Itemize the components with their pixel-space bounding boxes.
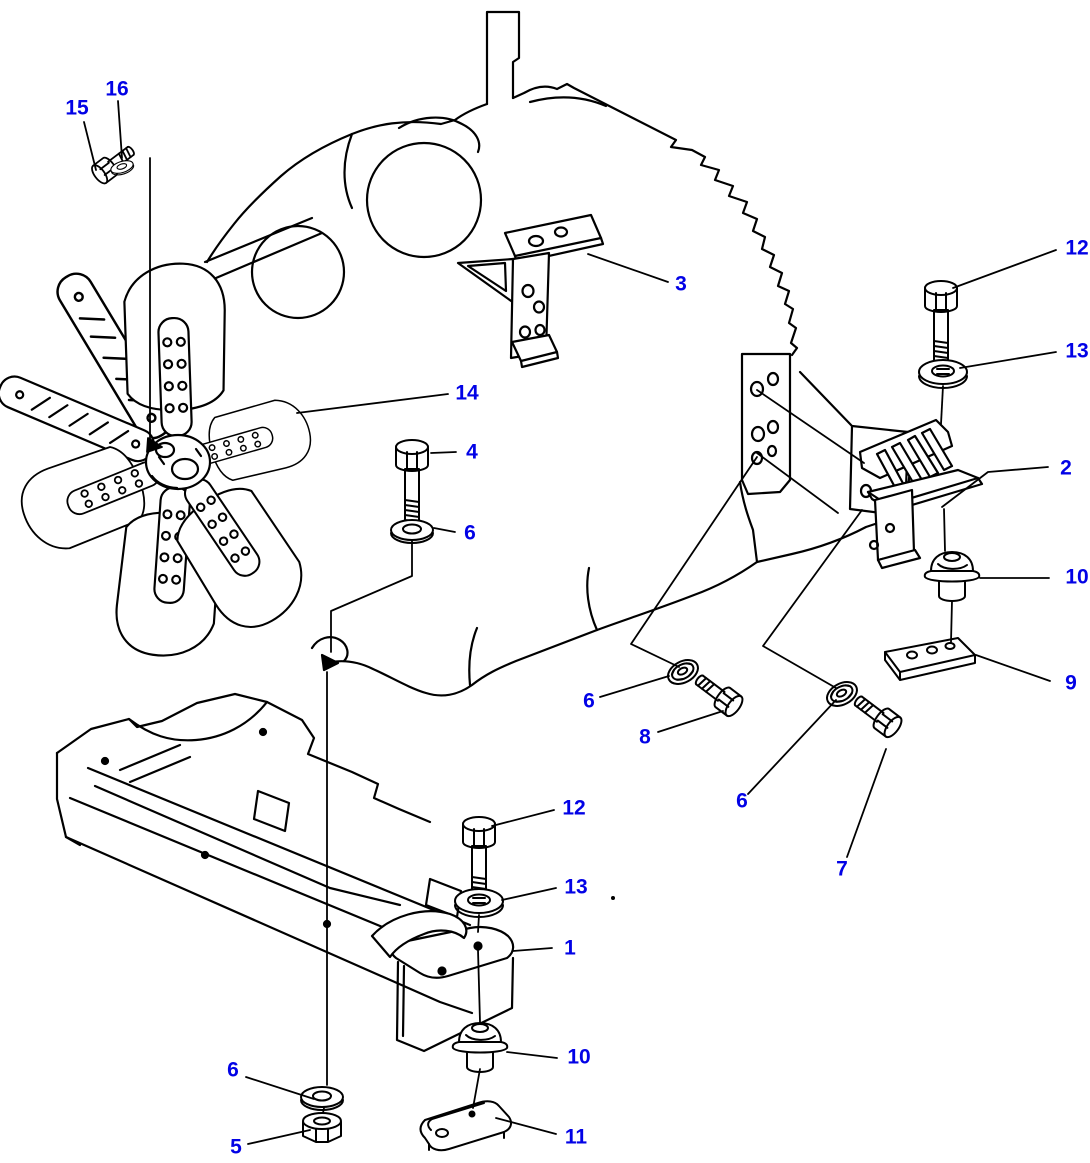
engine-inner-top-line: [528, 96, 608, 108]
leader-2: [941, 466, 1049, 508]
connector-bracket2-mount10: [943, 508, 946, 552]
leader-11: [495, 1117, 557, 1135]
leader-9: [975, 654, 1051, 682]
front-foot-arrow: [320, 653, 340, 672]
exhaust-pipe: [485, 10, 521, 106]
front-mount-pad: [740, 352, 792, 496]
callout-6d: 6: [227, 1058, 239, 1082]
leader-8: [657, 710, 724, 733]
connector-mount10-plate9: [950, 600, 953, 643]
callout-6b: 6: [583, 689, 595, 713]
hardware: [88, 140, 981, 1152]
callout-14: 14: [455, 381, 479, 405]
callout-6c: 6: [736, 789, 748, 813]
frame-right-foot: [370, 910, 515, 1053]
bracket-engine-mount: [858, 418, 984, 570]
front-engine-foot: [310, 636, 349, 663]
attach-line-pad-a: [756, 389, 865, 464]
connector-13-frame: [477, 914, 480, 933]
cooling-fan: [0, 260, 320, 661]
air-cleaner: [365, 141, 483, 259]
callout-16: 16: [105, 77, 129, 101]
leader-6-mid-left: [599, 675, 670, 698]
leader-3: [587, 253, 669, 283]
callout-10a: 10: [1065, 565, 1089, 589]
leader-13-upper: [959, 351, 1057, 369]
connector-mount10-plate11: [472, 1068, 481, 1109]
axis-fan-hub-arrow: [146, 437, 163, 453]
leader-6-mid-right: [747, 699, 837, 795]
air-cleaner-side: [343, 132, 354, 210]
callout-12a: 12: [1065, 236, 1089, 260]
leader-14: [296, 393, 449, 414]
ridge-lines: [203, 216, 324, 280]
leader-lines: [83, 100, 1057, 1145]
callout-1: 1: [564, 936, 576, 960]
engine-block: [203, 10, 912, 697]
connector-frame-mount10: [477, 949, 481, 1023]
callout-9: 9: [1065, 671, 1077, 695]
leader-12-upper: [952, 249, 1057, 289]
air-cleaner-cap: [397, 116, 481, 154]
leader-13-lower: [501, 887, 557, 901]
callout-6a: 6: [464, 521, 476, 545]
bracket-front-support: [456, 213, 605, 369]
callout-4: 4: [466, 440, 478, 464]
engine-bottom-outline: [329, 480, 759, 697]
connector-13-bracket2: [940, 385, 944, 425]
fan-hub: [144, 433, 212, 491]
callout-10b: 10: [567, 1045, 591, 1069]
leader-16: [117, 100, 123, 159]
callout-7: 7: [836, 857, 848, 881]
callout-15: 15: [65, 96, 89, 120]
callout-2: 2: [1060, 456, 1072, 480]
callout-11: 11: [564, 1125, 588, 1149]
plate-11: [419, 1100, 513, 1152]
leader-1: [512, 947, 553, 952]
leader-10-lower: [506, 1051, 558, 1059]
vee-line-right: [762, 509, 863, 689]
leader-6-upper: [433, 527, 456, 533]
leader-12-lower: [491, 809, 555, 827]
leader-5: [247, 1129, 311, 1145]
bottom-contours: [468, 566, 599, 687]
leader-15: [83, 121, 97, 171]
frame-crossmember: [55, 692, 515, 1053]
attach-line-pad-b: [756, 452, 839, 514]
callout-12b: 12: [562, 796, 586, 820]
callout-8: 8: [639, 725, 651, 749]
stray-dot: [611, 896, 615, 900]
callout-3: 3: [675, 272, 687, 296]
callout-5: 5: [230, 1135, 242, 1159]
vee-line-left: [630, 456, 758, 668]
axis-bolt4-mount: [322, 540, 413, 1114]
front-pulley: [250, 224, 346, 320]
engine-top-right-outline: [511, 82, 799, 357]
plate-9: [884, 637, 976, 681]
callout-13a: 13: [1065, 339, 1089, 363]
leader-6-bottom: [245, 1076, 315, 1100]
leader-7: [846, 748, 887, 858]
callout-13b: 13: [564, 875, 588, 899]
leader-4: [430, 451, 457, 454]
